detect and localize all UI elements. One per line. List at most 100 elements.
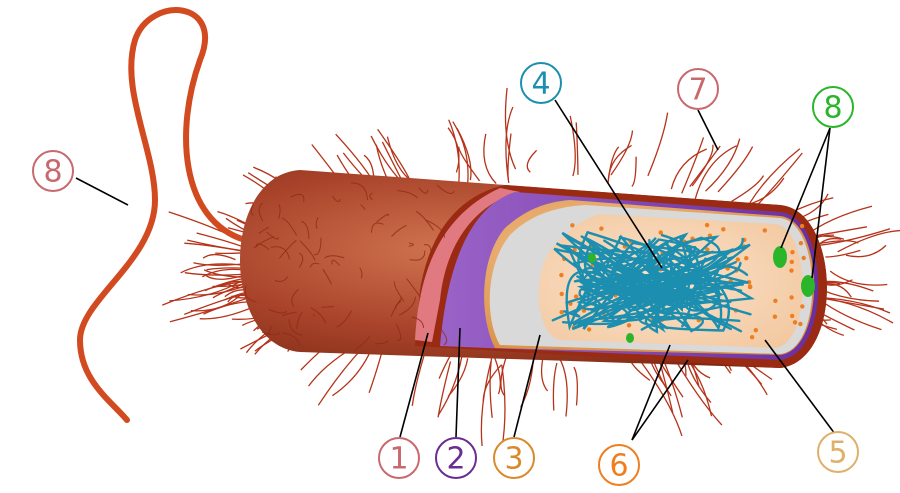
pilus bbox=[845, 244, 887, 258]
callout-6-label: 6 bbox=[609, 449, 628, 484]
pilus bbox=[816, 240, 859, 245]
ribosome bbox=[705, 247, 710, 252]
capsule-fibre bbox=[399, 296, 416, 316]
pilus bbox=[749, 148, 801, 204]
capsule-fibre bbox=[290, 193, 305, 202]
pilus bbox=[526, 149, 538, 173]
callout-3: 3 bbox=[493, 437, 535, 479]
ribosome bbox=[800, 304, 805, 309]
capsule-fibre bbox=[436, 184, 455, 194]
capsule-fibre bbox=[359, 267, 363, 279]
pilus bbox=[452, 121, 469, 185]
leader-line-6b bbox=[631, 359, 689, 441]
capsule-fibre bbox=[299, 240, 316, 261]
pilus bbox=[825, 249, 861, 258]
ribosome bbox=[773, 298, 778, 303]
pilus bbox=[411, 352, 426, 406]
pilus bbox=[483, 133, 497, 185]
capsule-fibre bbox=[288, 319, 303, 336]
leader-lines bbox=[75, 99, 839, 441]
capsule-fibre bbox=[393, 281, 405, 302]
ribosome bbox=[559, 272, 564, 278]
ribosome bbox=[586, 327, 592, 332]
leader-line-1 bbox=[399, 332, 429, 438]
leader-line-6a bbox=[631, 344, 671, 441]
capsule-fibre bbox=[279, 239, 297, 259]
pilus bbox=[705, 138, 741, 192]
pilus bbox=[829, 270, 888, 286]
callout-7: 7 bbox=[677, 68, 719, 110]
pilus bbox=[717, 146, 754, 193]
capsule-fibre bbox=[281, 217, 298, 236]
leader-line-8-plasmid-b bbox=[811, 127, 831, 279]
ribosome bbox=[790, 250, 795, 255]
leader-line-8-plasmid-a bbox=[780, 127, 831, 249]
capsule-fibre bbox=[331, 259, 341, 266]
callout-2-label: 2 bbox=[446, 442, 465, 477]
ribosome bbox=[559, 310, 564, 315]
callout-2: 2 bbox=[435, 437, 477, 479]
capsule-fibre bbox=[282, 311, 297, 317]
pilus bbox=[610, 130, 634, 176]
callout-8-flagellum-label: 8 bbox=[43, 155, 62, 190]
ribosome bbox=[792, 320, 798, 325]
pilus bbox=[169, 293, 259, 323]
callout-4-label: 4 bbox=[531, 67, 550, 102]
callout-8-flagellum: 8 bbox=[32, 150, 74, 192]
pilus bbox=[575, 122, 579, 175]
callout-1: 1 bbox=[378, 437, 420, 479]
pilus bbox=[505, 106, 514, 183]
ribosome bbox=[801, 255, 806, 261]
ribosome bbox=[599, 226, 604, 231]
capsule-fibre bbox=[336, 310, 353, 328]
plasmid bbox=[773, 246, 787, 268]
callout-8-plasmid-label: 8 bbox=[823, 91, 842, 126]
ribosome bbox=[570, 223, 575, 228]
pilus bbox=[482, 364, 503, 402]
capsule-fibre bbox=[301, 220, 310, 239]
capsule-fibre bbox=[426, 219, 445, 238]
pilus bbox=[694, 145, 737, 199]
callout-6: 6 bbox=[598, 444, 640, 486]
pilus bbox=[731, 175, 765, 202]
pilus bbox=[501, 365, 506, 449]
ribosome bbox=[573, 294, 579, 299]
dna-strand bbox=[572, 248, 741, 325]
pilus bbox=[437, 361, 452, 418]
capsule-fibre bbox=[315, 217, 319, 229]
ribosome bbox=[798, 321, 803, 327]
capsule-fibre bbox=[415, 211, 434, 231]
pilus bbox=[639, 359, 683, 437]
plasmid bbox=[626, 333, 634, 343]
ribosome bbox=[749, 335, 755, 340]
ribosome bbox=[772, 314, 778, 319]
callout-1-label: 1 bbox=[389, 442, 408, 477]
pilus bbox=[447, 127, 460, 173]
capsule-fibre bbox=[418, 187, 429, 194]
capsule-fibre bbox=[270, 246, 290, 260]
capsule-fibre bbox=[268, 308, 288, 314]
callout-7-label: 7 bbox=[688, 73, 707, 108]
capsule-fibre bbox=[397, 190, 418, 199]
capsule-fibre bbox=[258, 202, 264, 222]
ribosome bbox=[753, 328, 758, 333]
capsule-fibre bbox=[354, 335, 371, 351]
pilus bbox=[670, 148, 707, 190]
capsule-fibre bbox=[261, 331, 281, 336]
pilus bbox=[647, 112, 669, 177]
pilus bbox=[458, 146, 481, 182]
capsule-fibre bbox=[314, 237, 322, 256]
ribosome bbox=[626, 323, 632, 328]
capsule-fibre bbox=[391, 225, 407, 237]
capsule-fibre bbox=[409, 250, 426, 261]
capsule-fibre bbox=[395, 323, 402, 342]
ribosome bbox=[789, 295, 794, 300]
ribosome bbox=[747, 284, 753, 290]
capsule-fibre bbox=[332, 195, 341, 203]
capsule-fibre bbox=[274, 276, 289, 282]
callout-3-label: 3 bbox=[504, 442, 523, 477]
capsule-fibre bbox=[411, 316, 425, 329]
ribosome bbox=[744, 256, 749, 261]
